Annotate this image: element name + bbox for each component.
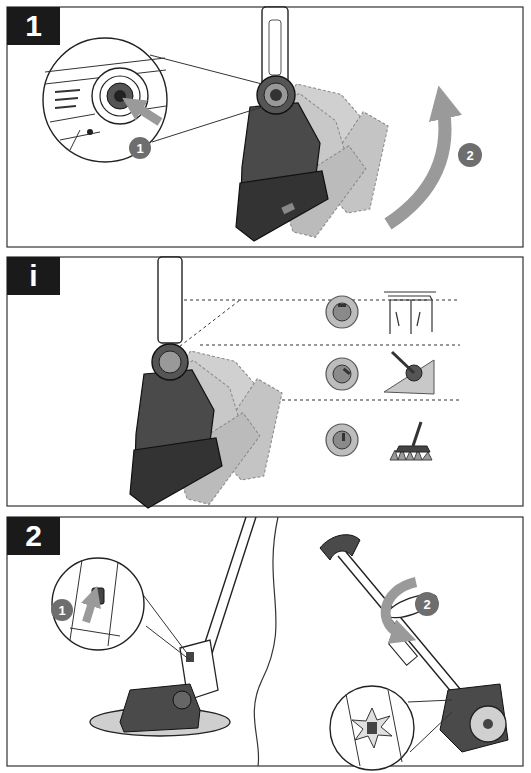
rotate-arrow bbox=[388, 102, 445, 224]
push-arrow bbox=[86, 596, 94, 622]
pivot-knob bbox=[173, 691, 191, 709]
pivot-icon bbox=[326, 358, 358, 390]
rotate-arrow bbox=[386, 582, 416, 636]
trimmer-guard bbox=[236, 171, 328, 241]
button-center bbox=[114, 90, 126, 102]
edger-wheel bbox=[470, 706, 506, 742]
shaft-collar bbox=[389, 635, 418, 665]
magnified-detail bbox=[346, 690, 402, 766]
pivot-icon bbox=[333, 431, 351, 449]
leader-line bbox=[410, 712, 452, 752]
pivot-icon bbox=[326, 296, 358, 328]
position-icon bbox=[326, 422, 432, 460]
pivot-knob bbox=[152, 344, 188, 380]
pivot-mark bbox=[338, 304, 346, 307]
housing-line bbox=[70, 130, 80, 150]
node-text: 1 bbox=[58, 604, 65, 617]
position-icon bbox=[326, 352, 434, 394]
shaft bbox=[338, 552, 466, 700]
node-text: 1 bbox=[136, 142, 143, 155]
wheel-hub bbox=[483, 719, 493, 729]
callout-number: 2 bbox=[415, 592, 439, 616]
housing-line bbox=[45, 58, 166, 140]
magnified-detail bbox=[70, 560, 120, 646]
handle bbox=[320, 535, 360, 560]
shaft bbox=[158, 257, 182, 343]
trimmer-head bbox=[120, 684, 200, 732]
pivot-button bbox=[264, 83, 288, 107]
pivot-icon bbox=[326, 424, 358, 456]
trimmer-head-group bbox=[130, 329, 313, 512]
pivot-mark bbox=[342, 433, 345, 441]
leader-line bbox=[152, 107, 262, 142]
magnifier-circle bbox=[43, 38, 167, 162]
callout-number: 2 bbox=[458, 143, 482, 167]
node-text: 2 bbox=[466, 149, 473, 162]
magnifier-circle bbox=[52, 558, 144, 650]
pivot-mark bbox=[343, 368, 351, 375]
slope-icon bbox=[384, 360, 434, 394]
node-text: 2 bbox=[25, 521, 42, 551]
callout-number: 1 bbox=[51, 599, 73, 621]
button bbox=[107, 83, 133, 109]
shaft bbox=[262, 7, 288, 85]
position-line bbox=[270, 400, 460, 401]
panel-number: 1 bbox=[7, 7, 60, 45]
shaft-detail bbox=[269, 20, 281, 75]
panel-number: 2 bbox=[7, 517, 60, 555]
callout-number: 1 bbox=[129, 137, 151, 159]
panel-frame bbox=[7, 257, 523, 506]
node-text: 2 bbox=[423, 598, 430, 611]
trimmer-guard bbox=[130, 438, 222, 508]
trimmer-head-icon bbox=[396, 446, 430, 452]
release-button bbox=[186, 652, 194, 662]
leader-line bbox=[150, 55, 262, 84]
node-text: 1 bbox=[25, 11, 42, 41]
leader-line bbox=[146, 626, 190, 660]
node-text: i bbox=[29, 261, 37, 291]
panel-frame bbox=[7, 7, 523, 247]
magnifier-circle bbox=[330, 686, 414, 770]
pivot-center bbox=[270, 89, 282, 101]
shaft-icon bbox=[392, 352, 414, 373]
divider-line bbox=[254, 517, 278, 766]
pivot-icon bbox=[333, 365, 351, 383]
pivot-button bbox=[159, 351, 181, 373]
leader-line bbox=[408, 700, 452, 702]
button-ring bbox=[92, 68, 148, 124]
pivot-knob bbox=[257, 76, 295, 114]
housing-stripe bbox=[55, 90, 80, 108]
click-star bbox=[352, 708, 392, 748]
label-plate bbox=[281, 203, 295, 214]
position-line bbox=[175, 300, 240, 350]
position-icon bbox=[326, 292, 436, 334]
pivot-icon bbox=[333, 303, 351, 321]
storage-cabinet-icon bbox=[384, 292, 436, 334]
position-line bbox=[200, 345, 460, 346]
release-button bbox=[367, 722, 377, 734]
edger-head bbox=[440, 684, 508, 752]
press-arrow bbox=[132, 104, 160, 122]
info-badge: i bbox=[7, 257, 60, 295]
panel-frame bbox=[7, 517, 523, 766]
magnified-detail bbox=[45, 58, 166, 150]
screw bbox=[87, 129, 93, 135]
shaft-icon bbox=[413, 422, 421, 446]
